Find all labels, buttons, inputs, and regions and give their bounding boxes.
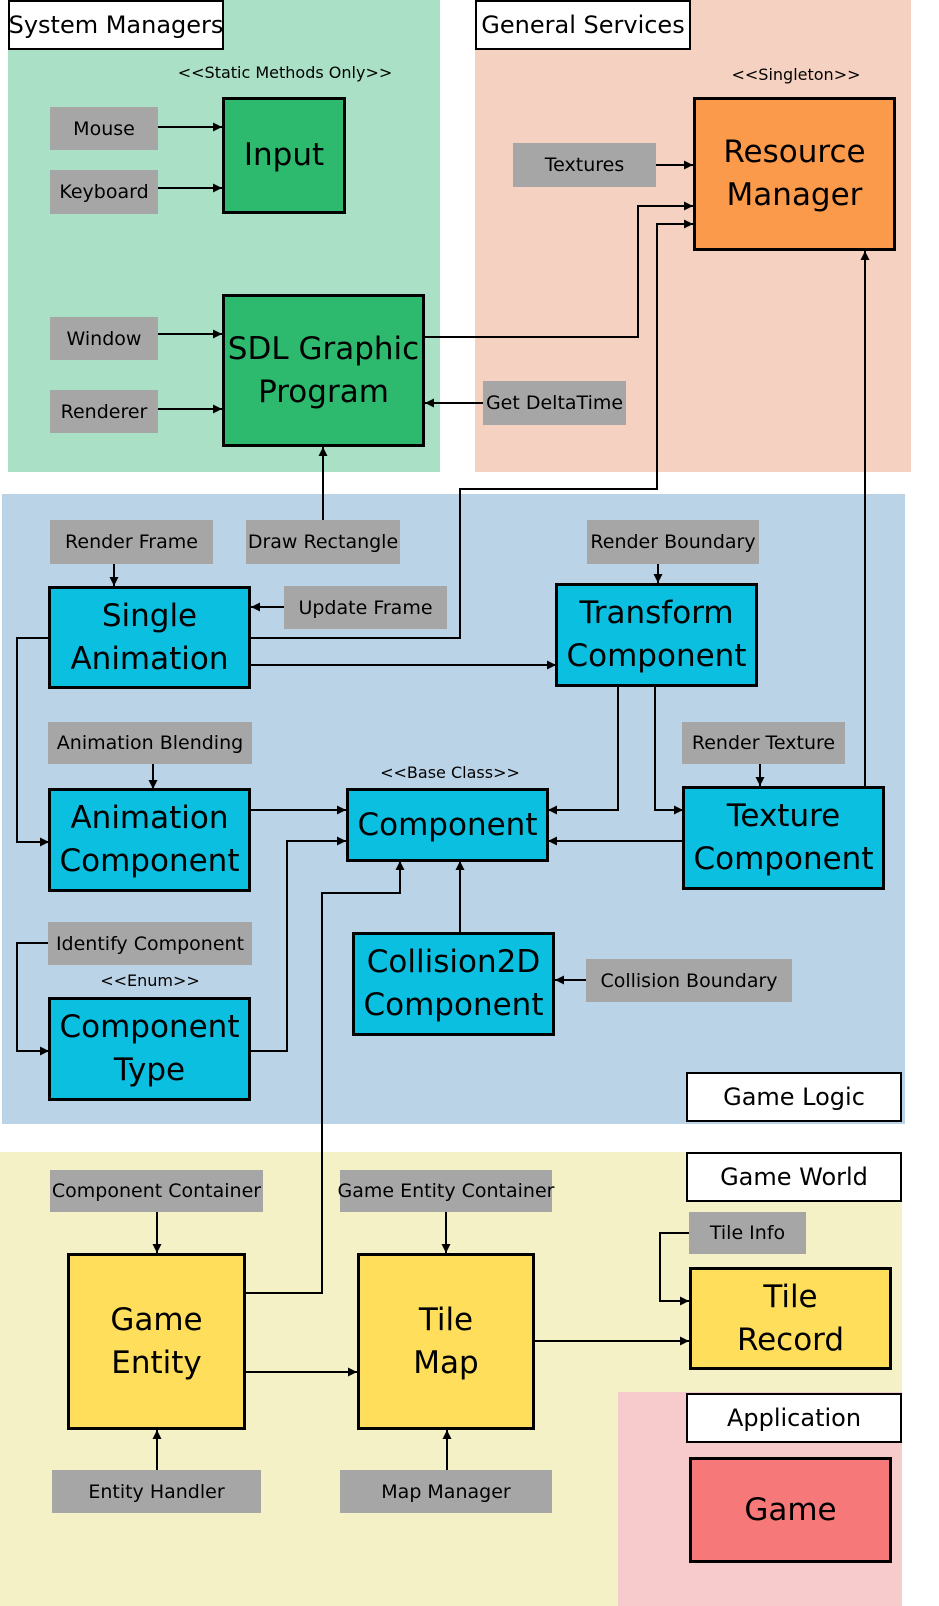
map-manager-tag: Map Manager xyxy=(340,1470,552,1513)
application-title: Application xyxy=(686,1393,902,1443)
keyboard-tag: Keyboard xyxy=(50,170,158,214)
render-frame-tag: Render Frame xyxy=(50,520,213,564)
game-world-title: Game World xyxy=(686,1152,902,1202)
collision2d-component-node: Collision2D Component xyxy=(352,932,555,1036)
update-frame-tag: Update Frame xyxy=(284,586,447,629)
game-node: Game xyxy=(689,1457,892,1563)
base-class-stereotype: <<Base Class>> xyxy=(380,763,520,782)
general-services-title: General Services xyxy=(475,0,691,50)
texture-component-node: Texture Component xyxy=(682,786,885,890)
resource-manager-node: Resource Manager xyxy=(693,97,896,251)
game-logic-title: Game Logic xyxy=(686,1072,902,1122)
mouse-tag: Mouse xyxy=(50,107,158,150)
draw-rectangle-tag: Draw Rectangle xyxy=(246,520,400,564)
system-managers-title: System Managers xyxy=(8,0,224,50)
entity-handler-tag: Entity Handler xyxy=(52,1470,261,1513)
transform-component-node: Transform Component xyxy=(555,583,758,687)
animation-blending-tag: Animation Blending xyxy=(48,722,252,764)
tile-info-tag: Tile Info xyxy=(689,1212,806,1254)
collision-boundary-tag: Collision Boundary xyxy=(586,959,792,1002)
component-node: Component xyxy=(346,788,549,862)
enum-stereotype: <<Enum>> xyxy=(100,971,200,990)
component-type-node: Component Type xyxy=(48,997,251,1101)
identify-component-tag: Identify Component xyxy=(48,922,252,965)
single-animation-node: Single Animation xyxy=(48,586,251,689)
game-entity-container-tag: Game Entity Container xyxy=(338,1170,554,1212)
tile-record-node: Tile Record xyxy=(689,1267,892,1370)
render-texture-tag: Render Texture xyxy=(682,722,845,764)
game-entity-node: Game Entity xyxy=(67,1253,246,1430)
get-deltatime-tag: Get DeltaTime xyxy=(483,381,626,425)
window-tag: Window xyxy=(50,317,158,360)
input-node: Input xyxy=(222,97,346,214)
render-boundary-tag: Render Boundary xyxy=(587,520,759,564)
sdl-graphic-program-node: SDL Graphic Program xyxy=(222,294,425,447)
tile-map-node: Tile Map xyxy=(357,1253,535,1430)
component-container-tag: Component Container xyxy=(50,1170,263,1212)
singleton-stereotype: <<Singleton>> xyxy=(731,65,861,84)
static-methods-stereotype: <<Static Methods Only>> xyxy=(177,63,393,82)
animation-component-node: Animation Component xyxy=(48,788,251,892)
textures-tag: Textures xyxy=(513,143,656,187)
renderer-tag: Renderer xyxy=(50,390,158,433)
